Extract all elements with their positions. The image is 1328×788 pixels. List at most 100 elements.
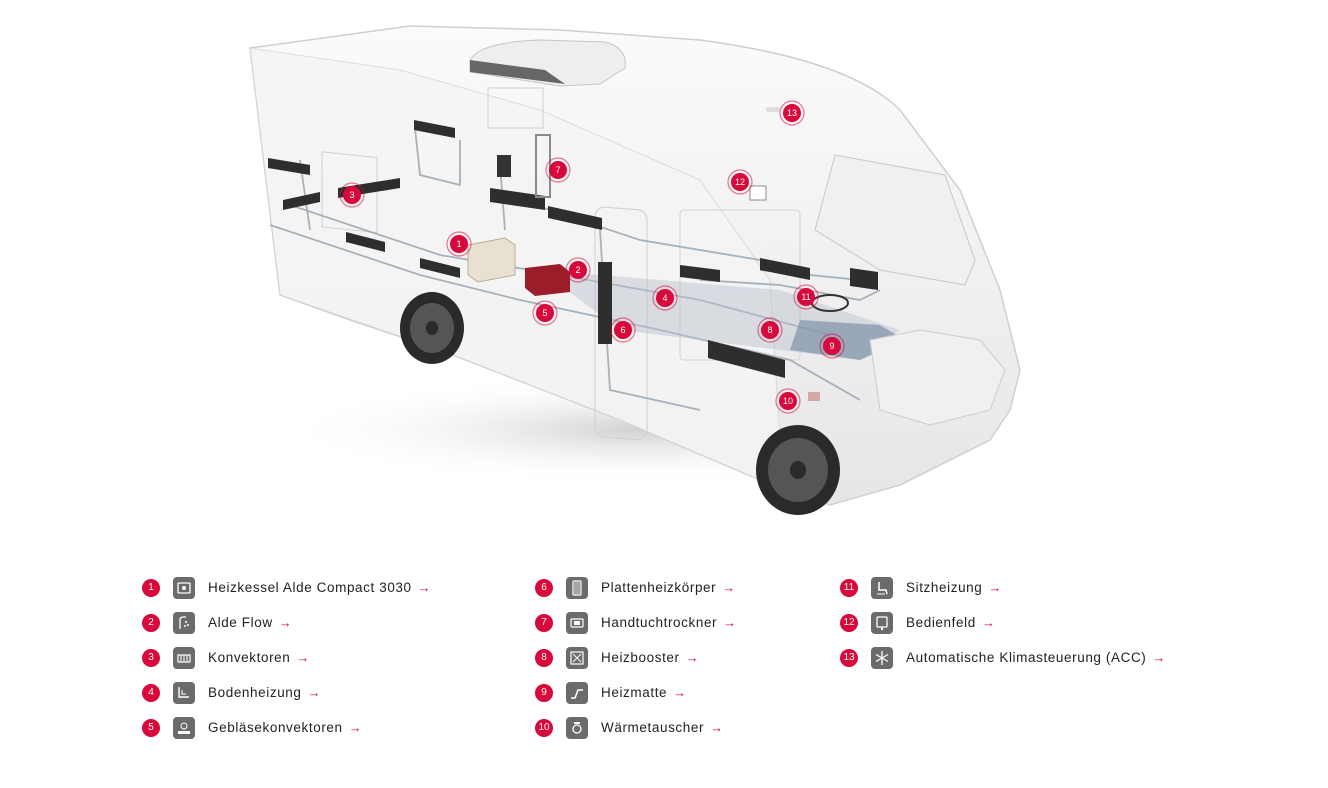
legend-label: Bedienfeld <box>906 615 976 630</box>
marker-4[interactable]: 4 <box>652 285 678 311</box>
rear-window <box>487 87 544 129</box>
control-panel-icon <box>871 611 893 634</box>
legend-number-badge: 13 <box>840 648 858 667</box>
marker-number: 8 <box>767 325 772 335</box>
heat-exchanger-icon <box>566 716 588 739</box>
marker-number: 3 <box>349 190 354 200</box>
front-wheel <box>756 425 840 515</box>
legend-label: Heizkessel Alde Compact 3030 <box>208 580 412 595</box>
legend-number-badge: 4 <box>142 683 160 702</box>
arrow-right-icon: → <box>417 580 431 595</box>
legend-item-6[interactable]: 6 Plattenheizkörper → <box>535 570 736 605</box>
heat-booster-icon <box>566 646 588 669</box>
snowflake-icon <box>871 646 893 669</box>
arrow-right-icon: → <box>1152 650 1166 665</box>
legend-number-badge: 2 <box>142 613 160 632</box>
legend-number-badge: 7 <box>535 613 553 632</box>
legend-label: Wärmetauscher <box>601 720 705 735</box>
marker-10[interactable]: 10 <box>775 388 801 414</box>
marker-6[interactable]: 6 <box>610 317 636 343</box>
legend-item-13[interactable]: 13 Automatische Klimasteuerung (ACC) → <box>840 640 1165 675</box>
legend-item-5[interactable]: 5 Gebläsekonvektoren → <box>142 710 431 745</box>
arrow-right-icon: → <box>722 580 736 595</box>
legend-label: Heizmatte <box>601 685 668 700</box>
marker-9[interactable]: 9 <box>819 333 845 359</box>
arrow-right-icon: → <box>723 615 737 630</box>
legend-item-2[interactable]: 2 Alde Flow → <box>142 605 431 640</box>
marker-number: 4 <box>662 293 667 303</box>
legend-number-badge: 11 <box>840 578 858 597</box>
marker-number: 5 <box>542 308 547 318</box>
legend-number-badge: 6 <box>535 578 553 597</box>
rear-wheel <box>400 292 464 364</box>
arrow-right-icon: → <box>685 650 699 665</box>
marker-number: 11 <box>801 292 810 302</box>
marker-number: 2 <box>575 265 580 275</box>
arrow-right-icon: → <box>981 615 995 630</box>
legend-label: Automatische Klimasteuerung (ACC) <box>906 650 1147 665</box>
arrow-right-icon: → <box>673 685 687 700</box>
legend-label: Sitzheizung <box>906 580 983 595</box>
arrow-right-icon: → <box>278 615 292 630</box>
legend-label: Alde Flow <box>208 615 273 630</box>
arrow-right-icon: → <box>348 720 362 735</box>
legend-number-badge: 9 <box>535 683 553 702</box>
heating-mat-icon <box>566 681 588 704</box>
marker-number: 12 <box>735 177 745 187</box>
marker-13[interactable]: 13 <box>779 100 805 126</box>
marker-3[interactable]: 3 <box>339 182 365 208</box>
control-panel <box>749 185 767 201</box>
legend-label: Plattenheizkörper <box>601 580 717 595</box>
legend-column-3: 11 Sitzheizung → 12 Bedienfeld → 13 Automatisch… <box>840 570 1165 675</box>
legend-label: Gebläsekonvektoren <box>208 720 343 735</box>
legend-item-3[interactable]: 3 Konvektoren → <box>142 640 431 675</box>
seat-heating-icon <box>871 576 893 599</box>
door-outline <box>594 206 648 441</box>
marker-7[interactable]: 7 <box>545 157 571 183</box>
legend-number-badge: 8 <box>535 648 553 667</box>
marker-8[interactable]: 8 <box>757 317 783 343</box>
legend-number-badge: 5 <box>142 718 160 737</box>
legend-label: Heizbooster <box>601 650 680 665</box>
legend-item-8[interactable]: 8 Heizbooster → <box>535 640 736 675</box>
convector-icon <box>173 646 195 669</box>
climate-sensor <box>766 107 780 112</box>
legend-item-9[interactable]: 9 Heizmatte → <box>535 675 736 710</box>
marker-number: 10 <box>783 396 793 406</box>
shower-icon <box>173 611 195 634</box>
legend-number-badge: 12 <box>840 613 858 632</box>
legend-item-4[interactable]: 4 Bodenheizung → <box>142 675 431 710</box>
marker-2[interactable]: 2 <box>565 257 591 283</box>
legend-item-11[interactable]: 11 Sitzheizung → <box>840 570 1165 605</box>
boiler <box>467 237 516 283</box>
convectors <box>268 120 878 378</box>
arrow-right-icon: → <box>307 685 321 700</box>
side-window <box>321 151 378 234</box>
legend-label: Bodenheizung <box>208 685 302 700</box>
marker-1[interactable]: 1 <box>446 231 472 257</box>
legend-number-badge: 3 <box>142 648 160 667</box>
legend-label: Konvektoren <box>208 650 291 665</box>
legend-item-10[interactable]: 10 Wärmetauscher → <box>535 710 736 745</box>
arrow-right-icon: → <box>988 580 1002 595</box>
arrow-right-icon: → <box>710 720 724 735</box>
marker-number: 6 <box>620 325 625 335</box>
legend-number-badge: 10 <box>535 718 553 737</box>
marker-11[interactable]: 11 <box>793 284 819 310</box>
alde-flow-unit <box>525 264 570 296</box>
towel-dryer-icon <box>566 611 588 634</box>
marker-5[interactable]: 5 <box>532 300 558 326</box>
heat-exchanger <box>808 392 820 401</box>
legend-item-12[interactable]: 12 Bedienfeld → <box>840 605 1165 640</box>
marker-number: 7 <box>555 165 560 175</box>
marker-12[interactable]: 12 <box>727 169 753 195</box>
roof-ac-stripe <box>470 60 565 84</box>
arrow-right-icon: → <box>296 650 310 665</box>
marker-number: 9 <box>829 341 834 351</box>
